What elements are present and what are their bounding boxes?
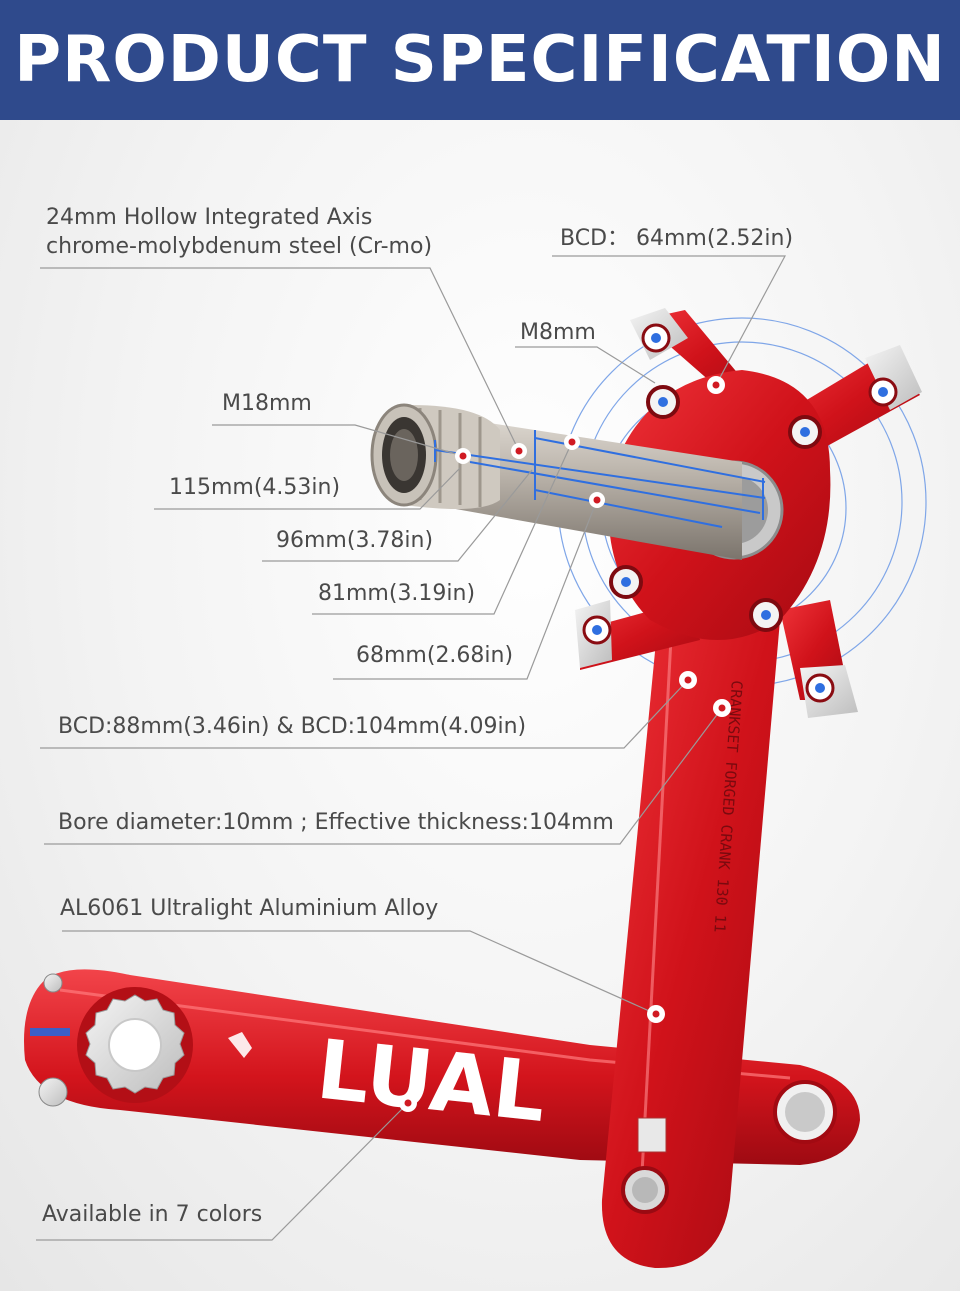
bore-label: Bore diameter:10mm ; Effective thickness… [58, 810, 614, 835]
length-115-label: 115mm(4.53in) [169, 475, 341, 500]
qr-label-icon [637, 1117, 667, 1153]
brand-logo-icon [228, 1032, 252, 1058]
leader-lines [36, 255, 787, 1241]
m8-label: M8mm [520, 320, 596, 345]
callout-dots [399, 333, 888, 1112]
page-title: PRODUCT SPECIFICATION [14, 23, 946, 97]
axis-label-line1: 24mm Hollow Integrated Axis [46, 205, 373, 230]
m18-label: M18mm [222, 391, 312, 416]
length-81-label: 81mm(3.19in) [318, 581, 476, 606]
axis-label-line2: chrome-molybdenum steel (Cr-mo) [46, 234, 433, 259]
bcd-small-label: BCD： 64mm(2.52in) [560, 226, 794, 251]
dimension-arrows [434, 430, 766, 528]
length-96-label: 96mm(3.78in) [276, 528, 434, 553]
colors-label: Available in 7 colors [42, 1202, 263, 1227]
length-68-label: 68mm(2.68in) [356, 643, 514, 668]
header-banner: PRODUCT SPECIFICATION [0, 0, 960, 120]
right-crank-arm: CRANKSET FORGED CRANK 130 11 [601, 600, 780, 1269]
material-label: AL6061 Ultralight Aluminium Alloy [60, 896, 439, 921]
bcd-large-label: BCD:88mm(3.46in) & BCD:104mm(4.09in) [58, 714, 527, 739]
